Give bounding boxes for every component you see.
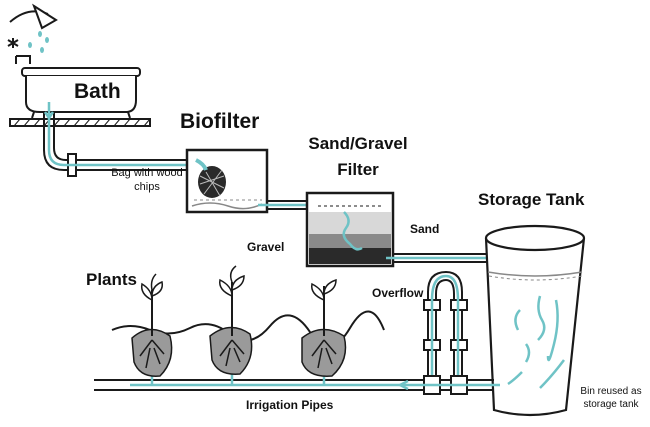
- bath-label: Bath: [74, 80, 121, 103]
- water-drops-icon: [28, 31, 49, 53]
- overflow-label: Overflow: [372, 286, 424, 300]
- bag-label-line2: chips: [134, 181, 160, 193]
- overflow-pipe: [423, 270, 468, 385]
- sand-gravel-filter-box: [305, 191, 395, 268]
- tank-water-flow: [507, 295, 565, 389]
- irrigation-pipes-label: Irrigation Pipes: [246, 398, 334, 412]
- sand-gravel-label-line2: Filter: [337, 160, 379, 179]
- sand-label: Sand: [410, 222, 440, 236]
- gravel-label: Gravel: [247, 240, 285, 254]
- wood-chip-bag-icon: [195, 158, 226, 198]
- storage-tank-label: Storage Tank: [478, 190, 585, 209]
- bath-water-flow: [43, 102, 196, 167]
- plants-label: Plants: [86, 270, 138, 289]
- bin-label-line1: Bin reused as: [580, 386, 642, 397]
- shower-head-icon: [9, 3, 58, 30]
- plant-3: [301, 278, 347, 377]
- bin-label-line2: storage tank: [583, 399, 639, 410]
- bag-label-line1: Bag with wood: [111, 167, 183, 179]
- sand-gravel-label-line1: Sand/Gravel: [308, 134, 408, 153]
- biofilter-label: Biofilter: [180, 110, 260, 133]
- overflow-water-flow: [430, 274, 460, 384]
- plant-2: [209, 265, 253, 375]
- storage-tank: [484, 224, 586, 417]
- plant-1: [131, 273, 173, 377]
- tap-icon: [7, 38, 31, 64]
- bath-floor: [9, 118, 151, 127]
- bath-tub: [21, 67, 141, 119]
